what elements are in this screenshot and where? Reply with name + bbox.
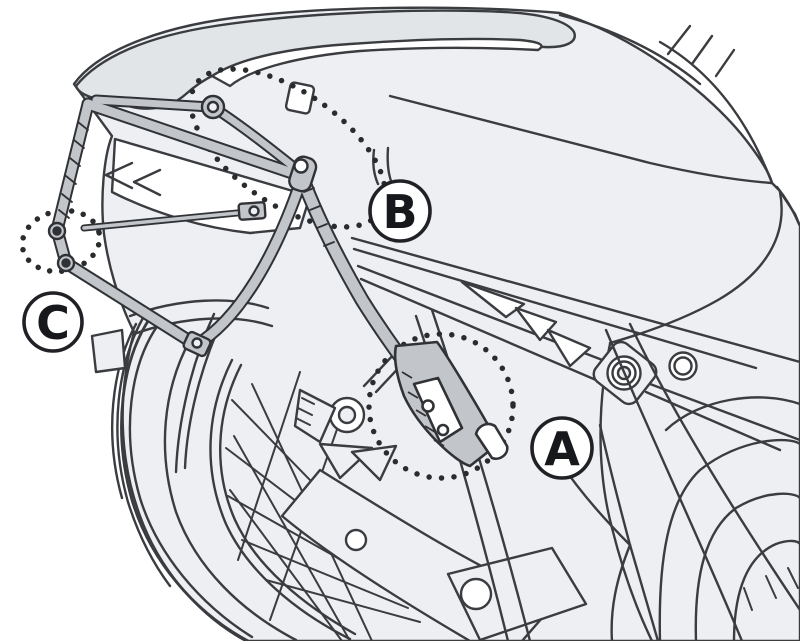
dotted-highlight-c (19, 207, 103, 275)
tube-hatching (58, 121, 335, 247)
tail-panel-lines (658, 24, 800, 226)
callout-a-label: A (544, 422, 580, 476)
dotted-highlight-a (366, 331, 516, 481)
bracket-tab (474, 422, 509, 460)
callout-b-circle (368, 179, 432, 243)
callout-a: A (530, 416, 594, 480)
callout-c-circle (22, 291, 84, 353)
side-panel (284, 81, 783, 641)
reflector-chevron (104, 161, 134, 190)
callout-c-label: C (36, 296, 70, 350)
callouts: B C A (22, 179, 594, 480)
exhaust (658, 396, 800, 641)
shock-absorber (293, 350, 408, 482)
seat-line (388, 94, 773, 185)
reflector-chevron (132, 168, 162, 197)
bracket-plate (412, 376, 464, 444)
callout-a-circle (530, 416, 594, 480)
seat-latch (284, 81, 316, 115)
subframe (350, 236, 800, 452)
callout-b-label: B (382, 185, 417, 239)
callout-b: B (368, 179, 432, 243)
callout-c: C (22, 291, 84, 353)
mount-bracket-a (393, 340, 509, 468)
side-case-rack (47, 94, 438, 404)
